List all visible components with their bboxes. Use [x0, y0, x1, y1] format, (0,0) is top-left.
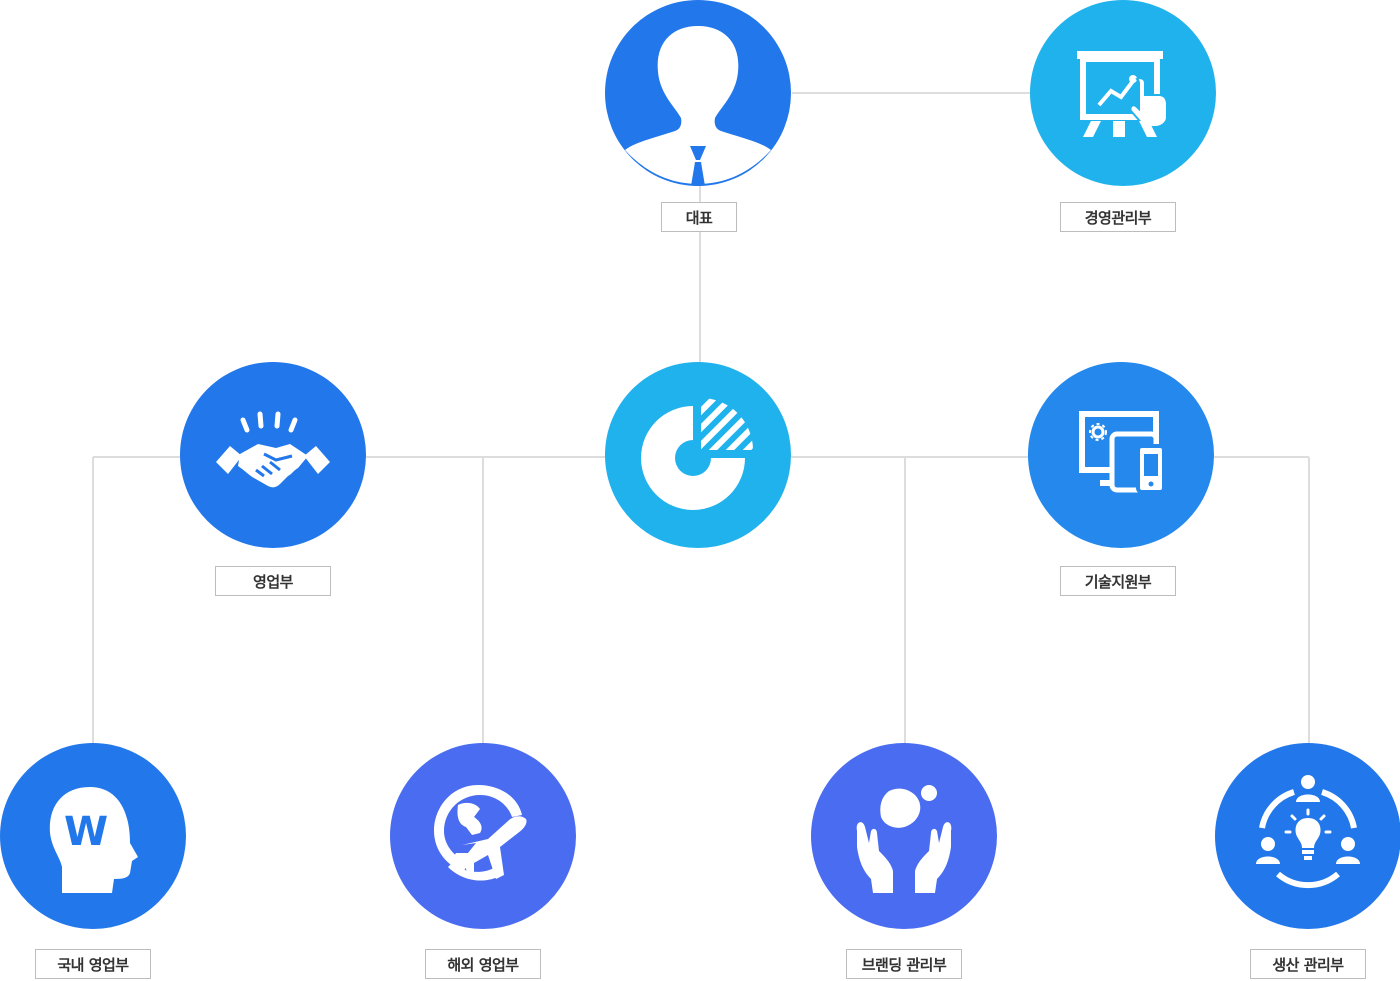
presentation-board-icon: [1077, 51, 1168, 137]
node-sales: [180, 362, 366, 548]
node-tech-label: 기술지원부: [1060, 566, 1176, 596]
node-domestic-label: 국내 영업부: [35, 949, 151, 979]
hands-drop-icon: [856, 785, 952, 893]
globe-airplane-icon: [434, 785, 527, 881]
node-overseas: [390, 743, 576, 929]
node-ceo: [605, 0, 791, 186]
node-production: [1215, 743, 1400, 929]
svg-text:W: W: [64, 809, 108, 855]
person-silhouette-icon: [625, 26, 771, 186]
team-idea-icon: [1256, 775, 1360, 889]
node-ceo-label: 대표: [661, 202, 737, 232]
pie-chart-icon: [641, 398, 753, 510]
node-mgmt-label: 경영관리부: [1060, 202, 1176, 232]
handshake-icon: [216, 411, 330, 488]
node-tech: [1028, 362, 1214, 548]
devices-icon: [1079, 411, 1166, 494]
node-sales-label: 영업부: [215, 566, 331, 596]
node-center: [605, 362, 791, 548]
head-w-icon: W: [49, 787, 138, 893]
node-production-label: 생산 관리부: [1250, 949, 1366, 979]
node-branding-label: 브랜딩 관리부: [846, 949, 962, 979]
node-domestic: W: [0, 743, 186, 929]
node-mgmt: [1030, 0, 1216, 186]
node-overseas-label: 해외 영업부: [425, 949, 541, 979]
node-branding: [811, 743, 997, 929]
